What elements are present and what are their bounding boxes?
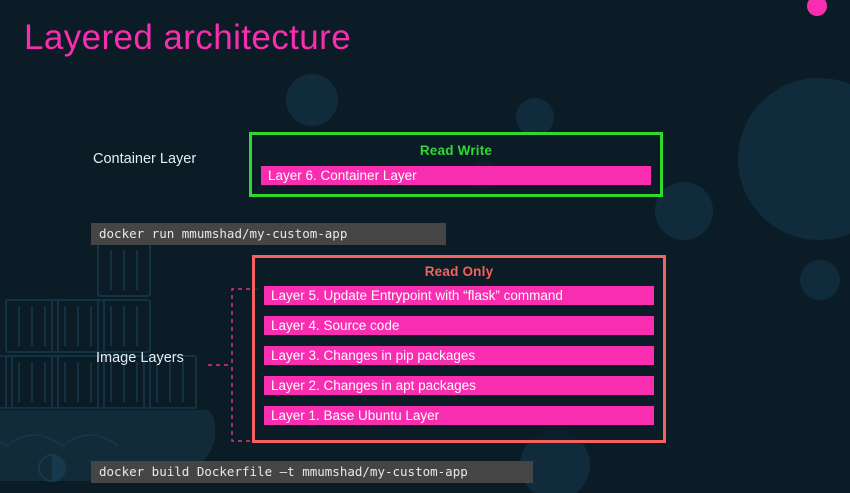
decorative-circle xyxy=(738,78,850,240)
pink-dot-accent xyxy=(807,0,827,16)
command-docker-run[interactable]: docker run mmumshad/my-custom-app xyxy=(91,223,446,245)
group-read-only: Read Only Layer 5. Update Entrypoint wit… xyxy=(252,255,666,443)
label-container-layer: Container Layer xyxy=(93,151,197,167)
label-image-layers: Image Layers xyxy=(96,350,184,366)
layer-bar[interactable]: Layer 5. Update Entrypoint with “flask” … xyxy=(264,285,654,305)
layer-bar[interactable]: Layer 2. Changes in apt packages xyxy=(264,375,654,395)
layer-bar[interactable]: Layer 6. Container Layer xyxy=(261,165,651,185)
command-docker-build[interactable]: docker build Dockerfile –t mmumshad/my-c… xyxy=(91,461,533,483)
decorative-circle xyxy=(655,182,713,240)
decorative-circle xyxy=(800,260,840,300)
layer-list-read-write: Layer 6. Container Layer xyxy=(261,165,651,185)
layer-bar[interactable]: Layer 1. Base Ubuntu Layer xyxy=(264,405,654,425)
layer-list-read-only: Layer 5. Update Entrypoint with “flask” … xyxy=(264,285,654,425)
page-title: Layered architecture xyxy=(24,18,352,57)
decorative-circle xyxy=(286,74,338,126)
group-title-read-write: Read Write xyxy=(419,143,493,158)
group-title-read-only: Read Only xyxy=(424,264,494,279)
layer-bar[interactable]: Layer 4. Source code xyxy=(264,315,654,335)
decorative-circle xyxy=(516,98,554,136)
layer-bar[interactable]: Layer 3. Changes in pip packages xyxy=(264,345,654,365)
group-read-write: Read Write Layer 6. Container Layer xyxy=(249,132,663,197)
